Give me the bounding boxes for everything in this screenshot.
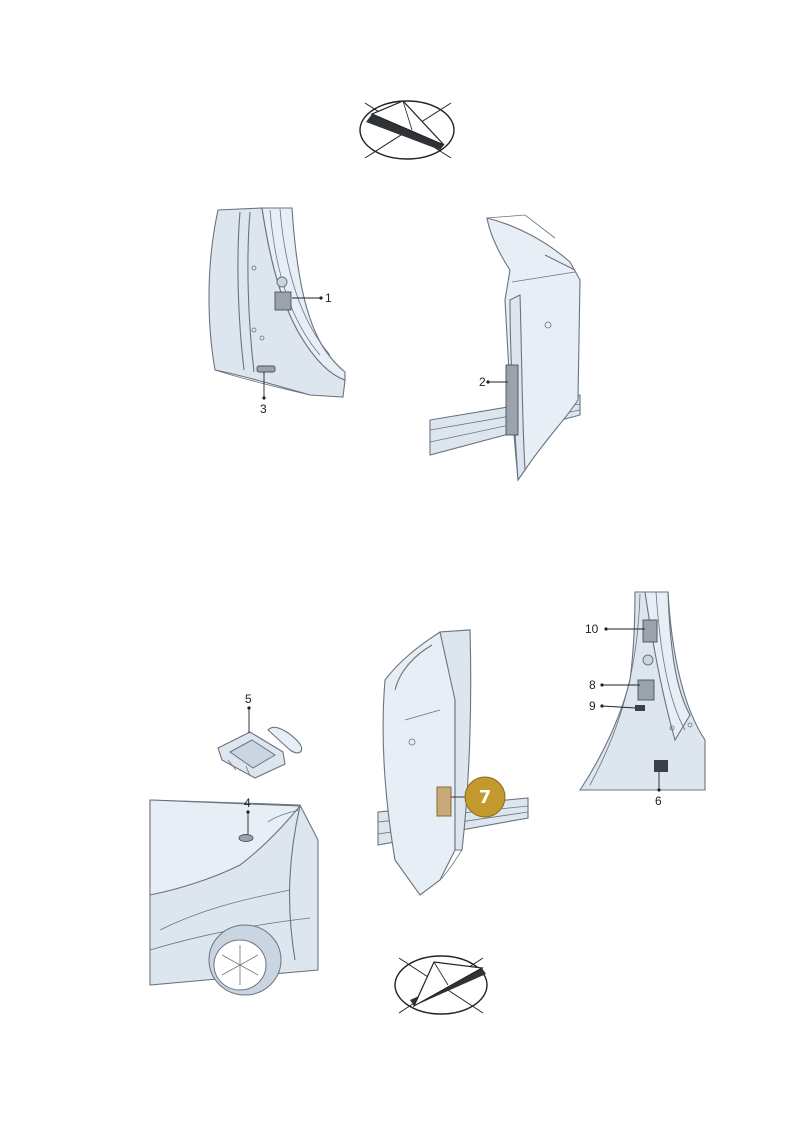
- view-door-pillar-left: [208, 207, 346, 398]
- callout-5: 5: [245, 692, 252, 733]
- svg-text:3: 3: [260, 402, 267, 416]
- callout-8: 8: [589, 678, 640, 692]
- callout-6: 6: [655, 772, 662, 808]
- svg-text:7: 7: [479, 787, 492, 808]
- view-door-edge: [429, 214, 581, 482]
- callout-9: 9: [589, 699, 637, 713]
- highlighted-part-7: [436, 786, 452, 817]
- callout-7-highlight[interactable]: 7: [451, 776, 506, 818]
- svg-text:10: 10: [585, 622, 599, 636]
- svg-text:1: 1: [325, 291, 332, 305]
- svg-text:8: 8: [589, 678, 596, 692]
- callout-4: 4: [244, 796, 251, 834]
- svg-text:2: 2: [479, 375, 486, 389]
- vehicle-direction-icon: [359, 100, 455, 160]
- svg-text:6: 6: [655, 794, 662, 808]
- svg-text:4: 4: [244, 796, 251, 810]
- callout-1: 1: [292, 291, 332, 305]
- vehicle-direction-icon: [394, 955, 488, 1015]
- callout-2: 2: [479, 375, 508, 389]
- view-rear-pillar: [578, 591, 706, 791]
- callout-10: 10: [585, 622, 645, 636]
- view-front-fender: [149, 799, 319, 996]
- svg-text:9: 9: [589, 699, 596, 713]
- view-part-5: [217, 726, 303, 779]
- svg-text:5: 5: [245, 692, 252, 706]
- view-door-highlight: [377, 629, 529, 896]
- callout-3: 3: [260, 372, 267, 416]
